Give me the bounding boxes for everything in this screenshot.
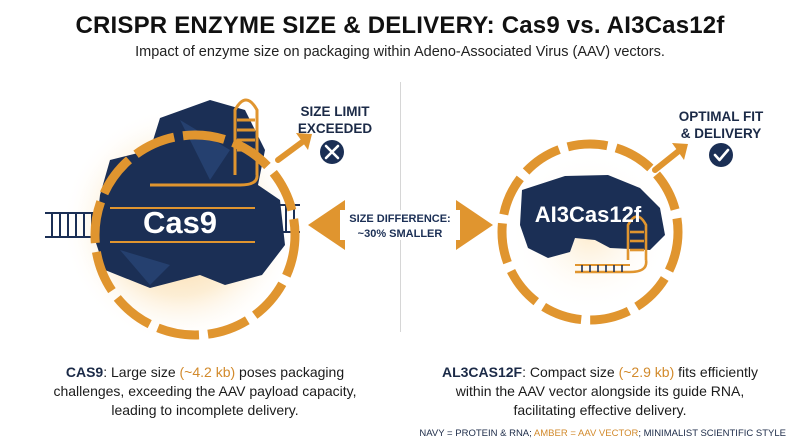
size-limit-exceeded-label: SIZE LIMIT EXCEEDED bbox=[280, 103, 390, 137]
cas9-facet-2 bbox=[120, 250, 170, 285]
page-subtitle: Impact of enzyme size on packaging withi… bbox=[135, 44, 665, 60]
size-limit-line1: SIZE LIMIT bbox=[300, 104, 370, 119]
cas9-dna-inside bbox=[110, 207, 255, 243]
cas9-caption-post: poses packaging challenges, exceeding th… bbox=[53, 364, 357, 418]
optimal-fit-line1: OPTIMAL FIT bbox=[678, 109, 764, 124]
cas9-caption-pre: : Large size bbox=[103, 364, 180, 380]
cas12f-aav-capsid bbox=[497, 139, 683, 325]
size-limit-line2: EXCEEDED bbox=[297, 121, 373, 136]
cas9-escape-arrow bbox=[275, 137, 308, 163]
cas12f-label: AI3Cas12f bbox=[535, 202, 642, 227]
cas12f-caption-key: AL3CAS12F bbox=[441, 364, 523, 380]
cas9-label: Cas9 bbox=[143, 205, 217, 240]
cas12f-rna-rungs bbox=[581, 265, 623, 272]
size-difference-box bbox=[340, 210, 460, 240]
cas9-caption: CAS9: Large size (~4.2 kb) poses packagi… bbox=[40, 363, 370, 420]
legend-navy: NAVY = PROTEIN & RNA; bbox=[419, 428, 534, 439]
cas12f-caption-post: fits efficiently within the AAV vector a… bbox=[455, 364, 759, 418]
cas12f-caption-pre: : Compact size bbox=[522, 364, 619, 380]
color-legend: NAVY = PROTEIN & RNA; AMBER = AAV VECTOR… bbox=[419, 428, 786, 439]
cas9-caption-key: CAS9 bbox=[65, 364, 104, 380]
cas12f-panel: AI3Cas12f bbox=[497, 139, 733, 325]
close-x-icon bbox=[320, 140, 344, 164]
size-difference-arrow: SIZE DIFFERENCE: ~30% SMALLER bbox=[308, 200, 493, 250]
cas9-caption-size: (~4.2 kb) bbox=[179, 364, 236, 380]
optimal-fit-line2: & DELIVERY bbox=[680, 126, 762, 141]
cas12f-exit-arrow bbox=[652, 147, 683, 173]
cas12f-exit-arrowhead bbox=[672, 143, 688, 160]
legend-amber: AMBER = AAV VECTOR bbox=[533, 428, 639, 439]
cas9-escape-arrowhead bbox=[296, 133, 312, 150]
checkmark-icon bbox=[709, 143, 733, 167]
cas12f-caption: AL3CAS12F: Compact size (~2.9 kb) fits e… bbox=[430, 363, 770, 420]
legend-rest: ; MINIMALIST SCIENTIFIC STYLE bbox=[638, 428, 786, 439]
size-difference-line2: ~30% SMALLER bbox=[358, 228, 443, 240]
cas12f-guide-rna bbox=[575, 215, 648, 274]
page-title: CRISPR ENZYME SIZE & DELIVERY: Cas9 vs. … bbox=[75, 12, 725, 39]
center-divider bbox=[400, 82, 401, 332]
cas9-aav-capsid bbox=[90, 130, 300, 340]
cas12f-caption-size: (~2.9 kb) bbox=[618, 364, 675, 380]
optimal-fit-label: OPTIMAL FIT & DELIVERY bbox=[666, 108, 776, 142]
size-difference-line1: SIZE DIFFERENCE: bbox=[349, 213, 450, 225]
cas9-panel: Cas9 bbox=[45, 98, 344, 343]
